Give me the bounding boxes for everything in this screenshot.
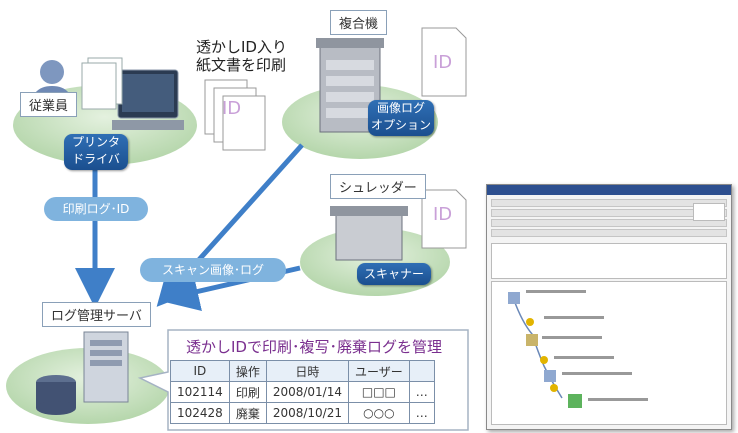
employee-head	[40, 60, 64, 84]
cell-operation: 廃棄	[228, 402, 267, 424]
image-log-option-box: 画像ログ オプション	[368, 100, 434, 136]
id-mark-mfp-doc: ID	[433, 52, 453, 73]
mfp-label: 複合機	[330, 10, 388, 35]
header-user: ユーザー	[348, 360, 410, 382]
log-viewer-screenshot	[486, 184, 732, 430]
id-mark-shredder-doc: ID	[433, 204, 453, 225]
printer-driver-box: プリンタ ドライバ	[64, 134, 128, 170]
result-list	[491, 243, 727, 279]
scanner-box: スキャナー	[357, 263, 431, 285]
cell-more: …	[408, 381, 435, 403]
log-table-header: ID 操作 日時 ユーザー	[170, 360, 435, 382]
mfp-output-doc	[421, 27, 467, 97]
shredder-label: シュレッダー	[330, 174, 426, 199]
table-row: 102428 廃棄 2008/10/21 ○○○ …	[170, 402, 435, 424]
log-table: ID 操作 日時 ユーザー 102114 印刷 2008/01/14 □□□ ……	[170, 360, 435, 424]
header-id: ID	[170, 360, 230, 382]
header-datetime: 日時	[265, 360, 350, 382]
cell-id: 102114	[170, 381, 230, 403]
scan-image-log-pill: スキャン画像･ログ	[140, 258, 286, 282]
cell-more: …	[408, 402, 435, 424]
trace-graph	[508, 290, 648, 408]
shredder-machine	[335, 211, 403, 261]
cell-datetime: 2008/10/21	[265, 402, 350, 424]
cell-user: □□□	[348, 381, 410, 403]
employee-label: 従業員	[20, 92, 78, 117]
log-server-label: ログ管理サーバ	[42, 302, 151, 327]
window-titlebar	[487, 185, 731, 195]
callout-title: 透かしIDで印刷･複写･廃棄ログを管理	[186, 338, 442, 356]
print-log-id-pill: 印刷ログ･ID	[44, 197, 148, 221]
watermark-doc-caption: 透かしID入り 紙文書を印刷	[196, 38, 287, 74]
cell-id: 102428	[170, 402, 230, 424]
header-operation: 操作	[228, 360, 267, 382]
cell-datetime: 2008/01/14	[265, 381, 350, 403]
watermark-doc-3	[222, 95, 266, 151]
header-more	[408, 360, 435, 382]
trace-graph-panel	[491, 281, 727, 425]
app-logo	[693, 203, 725, 221]
cell-user: ○○○	[348, 402, 410, 424]
shredder-doc	[421, 189, 467, 249]
table-row: 102114 印刷 2008/01/14 □□□ …	[170, 381, 435, 403]
id-mark-doc: ID	[222, 98, 242, 119]
cell-operation: 印刷	[228, 381, 267, 403]
